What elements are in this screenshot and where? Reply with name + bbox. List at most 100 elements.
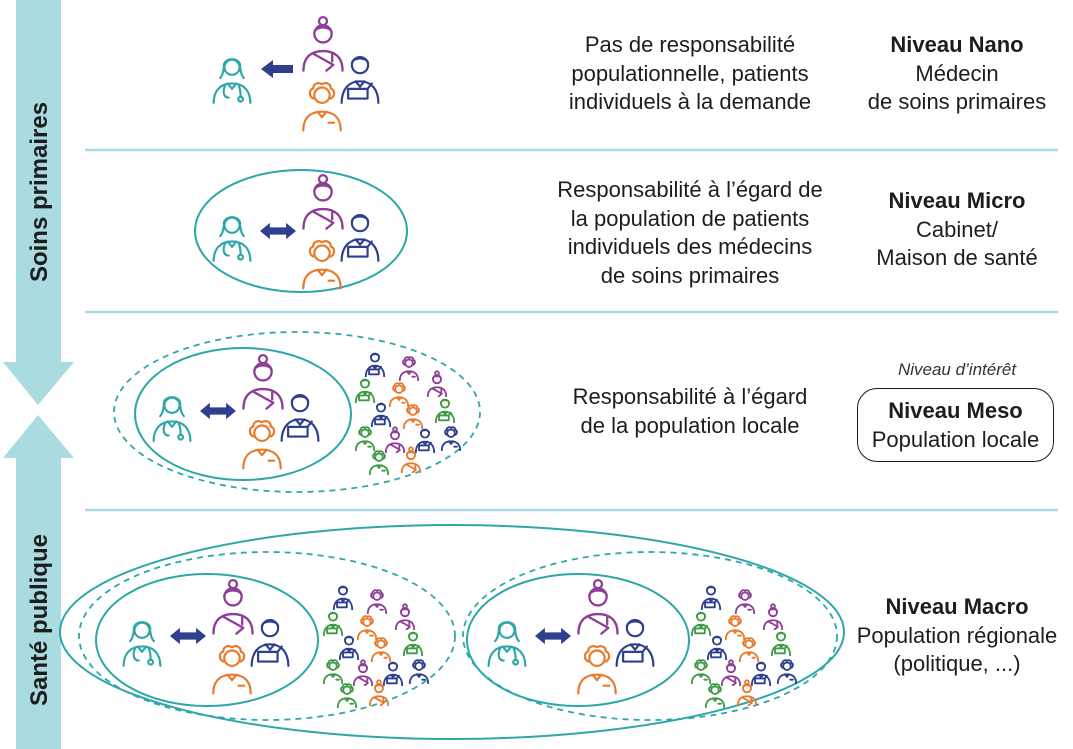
crowd-person-icon [323, 659, 343, 684]
micro-description: Responsabilité à l’égard de la populatio… [530, 176, 850, 290]
description-line: Responsabilité à l’égard de [557, 177, 823, 202]
doctor-icon [122, 621, 162, 667]
crowd-person-icon [383, 661, 403, 686]
public-health-arrow [3, 415, 74, 749]
macro-region-ellipse [59, 524, 845, 740]
level-title: Niveau Nano [890, 32, 1024, 57]
nano-description: Pas de responsabilité populationnelle, p… [530, 31, 850, 117]
crowd-person-icon [369, 450, 389, 475]
crowd-person-icon [395, 603, 415, 630]
doctor-icon [487, 621, 527, 667]
meso-level-label: Niveau Meso Population locale [857, 388, 1054, 462]
crowd-person-icon [333, 585, 353, 610]
micro-practice-ellipse [194, 169, 408, 293]
crowd-person-icon [371, 637, 391, 662]
micro-level-label: Niveau Micro Cabinet/ Maison de santé [847, 187, 1067, 273]
crowd-person-icon [435, 398, 455, 423]
crowd-person-icon [739, 637, 759, 662]
crowd-person-icon [763, 603, 783, 630]
arrow-left-icon [261, 60, 293, 78]
crowd-person-icon [441, 426, 461, 451]
patient-woman-curly-icon [577, 645, 617, 695]
level-title: Niveau Meso [888, 398, 1023, 423]
patient-man-icon [340, 55, 380, 104]
crowd-person-icon [415, 428, 435, 453]
double-arrow-icon [170, 627, 206, 645]
crowd-person-icon [385, 426, 405, 453]
level-subtitle: Population régionale [856, 622, 1058, 648]
crowd-person-icon [721, 659, 741, 686]
macro-local-population-ellipse [78, 551, 456, 721]
crowd-person-icon [691, 659, 711, 684]
crowd-person-icon [389, 382, 409, 407]
meso-local-population-ellipse [113, 331, 481, 493]
crowd-person-icon [735, 589, 755, 614]
crowd-person-icon [409, 659, 429, 684]
description-line: de la population locale [580, 412, 800, 438]
doctor-icon [152, 396, 192, 442]
crowd-person-icon [751, 661, 771, 686]
level-subtitle: Population locale [871, 426, 1040, 452]
level-title: Niveau Macro [885, 594, 1029, 619]
patient-woman-curly-icon [242, 420, 282, 470]
level-subtitle: (politique, ...) [893, 651, 1021, 676]
doctor-icon [212, 216, 252, 262]
primary-care-label: Soins primaires [26, 102, 53, 282]
crowd-person-icon [777, 659, 797, 684]
crowd-person-icon [427, 370, 447, 397]
crowd-person-icon [355, 378, 375, 403]
patient-man-icon [615, 618, 655, 667]
primary-care-arrow [3, 0, 74, 405]
level-subtitle: Médecin [915, 60, 999, 86]
description-line: de soins primaires [600, 262, 780, 288]
description-line: individuels à la demande [568, 89, 812, 114]
crowd-person-icon [691, 611, 711, 636]
crowd-person-icon [323, 611, 343, 636]
crowd-person-icon [357, 615, 377, 640]
meso-description: Responsabilité à l’égard de la populatio… [530, 383, 850, 440]
meso-practice-ellipse [134, 347, 352, 481]
double-arrow-icon [200, 402, 236, 420]
crowd-person-icon [705, 683, 725, 708]
patient-man-icon [340, 213, 380, 262]
level-title: Niveau Micro [888, 188, 1026, 213]
crowd-person-icon [399, 356, 419, 381]
level-of-interest-tag: Niveau d’intérêt [897, 360, 1017, 379]
patient-man-icon [250, 618, 290, 667]
nano-level-label: Niveau Nano Médecin de soins primaires [847, 31, 1067, 117]
crowd-person-icon [365, 352, 385, 377]
macro-level-label: Niveau Macro Population régionale (polit… [847, 593, 1067, 679]
crowd-person-icon [355, 426, 375, 451]
double-arrow-icon [535, 627, 571, 645]
level-subtitle: de soins primaires [867, 89, 1047, 114]
double-arrow-icon [260, 222, 296, 240]
crowd-person-icon [771, 631, 791, 656]
description-line: la population de patients [570, 205, 810, 231]
description-line: Pas de responsabilité [584, 32, 796, 57]
crowd-person-icon [403, 631, 423, 656]
icon-layer [122, 15, 797, 708]
level-subtitle: Cabinet/ [916, 216, 998, 242]
description-line: individuels des médecins [567, 234, 813, 259]
public-health-label: Santé publique [26, 534, 53, 706]
macro-practice-ellipse [95, 573, 319, 707]
crowd-person-icon [353, 659, 373, 686]
crowd-person-icon [707, 635, 727, 660]
patient-woman-icon [242, 353, 284, 410]
patient-woman-icon [577, 578, 619, 635]
crowd-person-icon [725, 615, 745, 640]
macro-practice-ellipse [466, 573, 690, 707]
doctor-icon [212, 58, 252, 104]
crowd-person-icon [701, 585, 721, 610]
patient-woman-icon [212, 578, 254, 635]
patient-woman-curly-icon [212, 645, 252, 695]
crowd-person-icon [371, 402, 391, 427]
crowd-person-icon [337, 683, 357, 708]
level-subtitle: Maison de santé [876, 245, 1038, 270]
description-line: Responsabilité à l’égard [572, 384, 808, 409]
crowd-person-icon [339, 635, 359, 660]
crowd-person-icon [367, 589, 387, 614]
crowd-person-icon [403, 404, 423, 429]
patient-man-icon [280, 393, 320, 442]
